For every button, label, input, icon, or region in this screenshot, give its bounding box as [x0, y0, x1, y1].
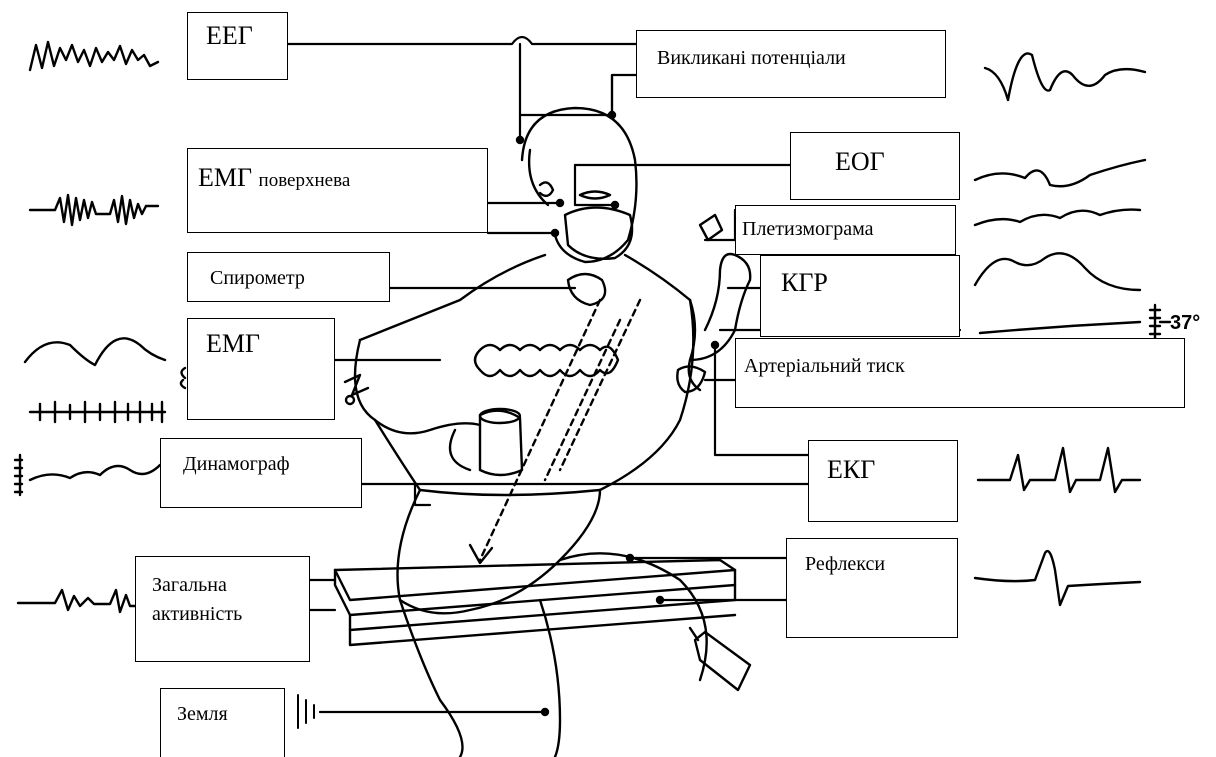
- label-general-activity: Загальна активність: [135, 556, 310, 662]
- pleth-trace: [975, 210, 1140, 225]
- label-dynamograph-text: Динамограф: [183, 453, 290, 475]
- label-spirometer-text: Спирометр: [210, 267, 305, 289]
- emg-surface-trace: [30, 195, 158, 225]
- label-reflexes-text: Рефлекси: [805, 553, 885, 575]
- label-gsr: КГР: [760, 255, 960, 337]
- label-eog-text: ЕОГ: [835, 147, 885, 176]
- label-emg-surface-word: поверхнева: [259, 170, 351, 191]
- label-ecg: ЕКГ: [808, 440, 958, 522]
- label-dynamograph: Динамограф: [160, 438, 362, 508]
- label-eeg: ЕЕГ: [187, 12, 288, 80]
- label-evoked-potentials-text: Викликані потенціали: [657, 47, 846, 69]
- ecg-trace: [978, 448, 1140, 492]
- dynamograph-trace: [15, 455, 22, 495]
- eeg-trace: [30, 42, 158, 70]
- gsr-trace: [975, 253, 1140, 290]
- ground-symbol: [298, 695, 314, 728]
- label-blood-pressure-text: Артеріальний тиск: [744, 355, 905, 377]
- label-gsr-text: КГР: [781, 268, 828, 297]
- activity-trace: [18, 590, 142, 612]
- temperature-trace: [980, 322, 1140, 333]
- label-eog: ЕОГ: [790, 132, 960, 200]
- label-ecg-text: ЕКГ: [827, 455, 875, 484]
- label-reflexes: Рефлекси: [786, 538, 958, 638]
- evoked-trace: [985, 53, 1145, 100]
- label-plethysmogram-text: Плетизмограма: [742, 218, 874, 240]
- respiration-trace: [25, 338, 165, 365]
- label-plethysmogram: Плетизмограма: [735, 205, 956, 255]
- label-evoked-potentials: Викликані потенціали: [636, 30, 946, 98]
- label-emg: ЕМГ: [187, 318, 335, 420]
- reflex-trace: [975, 551, 1140, 605]
- label-ground: Земля: [160, 688, 285, 757]
- label-spirometer: Спирометр: [187, 252, 390, 302]
- temperature-scale-label: 37°: [1170, 312, 1200, 335]
- eog-trace: [975, 160, 1145, 186]
- label-ground-text: Земля: [177, 703, 228, 725]
- label-general-activity-text: Загальна активність: [152, 574, 242, 625]
- emg-trace: [30, 402, 165, 422]
- label-emg-text: ЕМГ: [206, 329, 260, 358]
- label-eeg-text: ЕЕГ: [206, 21, 253, 50]
- label-blood-pressure: Артеріальний тиск: [735, 338, 1185, 408]
- label-emg-surface: ЕМГ поверхнева: [187, 148, 488, 233]
- label-emg-surface-abbr: ЕМГ: [198, 163, 252, 192]
